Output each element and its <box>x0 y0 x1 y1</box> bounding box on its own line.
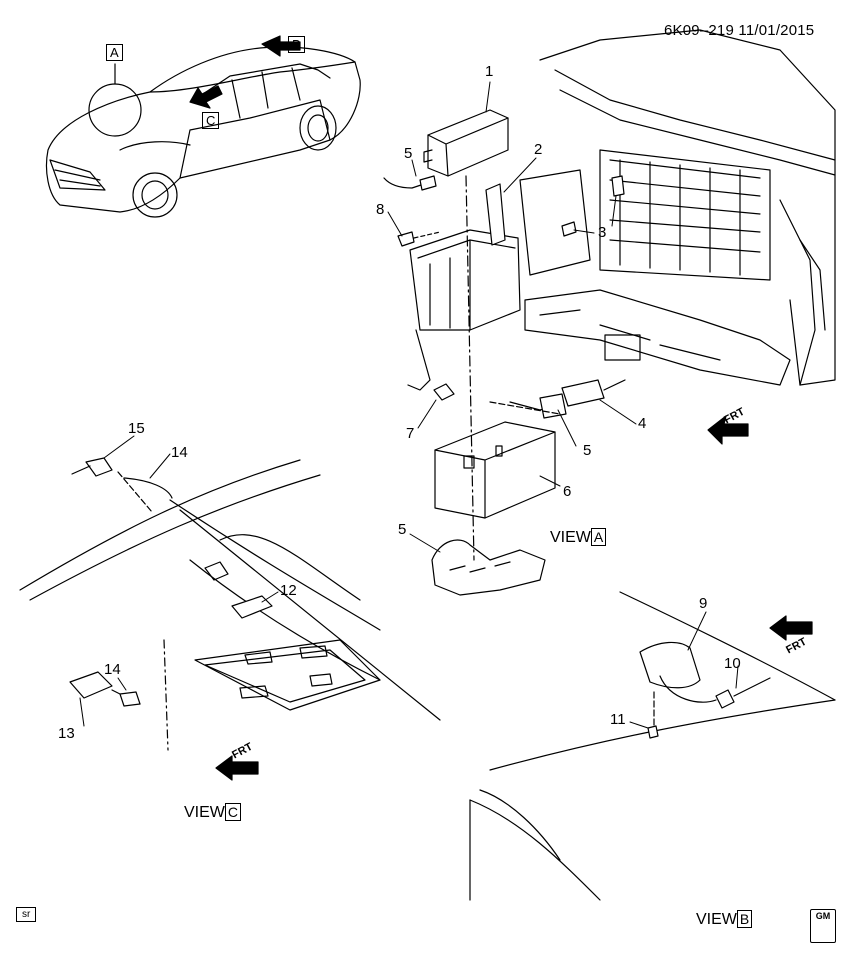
callout-3: 3 <box>598 224 607 241</box>
view-ref-a: A <box>106 44 123 61</box>
view-a-art <box>383 29 836 596</box>
callout-15: 15 <box>128 420 145 437</box>
frt-arrow-a-icon <box>707 415 749 445</box>
view-a-circle <box>88 83 142 137</box>
callout-6: 6 <box>563 483 572 500</box>
callout-11: 11 <box>610 711 626 728</box>
view-c-letter: C <box>224 803 242 821</box>
vehicle-overview <box>45 35 361 218</box>
view-b-art <box>469 591 836 901</box>
callout-9: 9 <box>699 595 708 612</box>
callout-13: 13 <box>58 725 75 742</box>
callout-14-top: 14 <box>171 444 188 461</box>
callout-2: 2 <box>534 141 543 158</box>
arrow-b-icon <box>261 35 301 57</box>
callout-7: 7 <box>406 425 415 442</box>
view-b-word: VIEW <box>696 911 737 928</box>
frt-arrow-c-icon <box>215 755 259 781</box>
sr-tag: sr <box>16 907 37 922</box>
frt-arrow-b-icon <box>769 615 813 641</box>
view-c-word: VIEW <box>184 804 225 821</box>
leader-lines <box>79 81 739 729</box>
view-ref-c: C <box>202 112 220 129</box>
callout-10: 10 <box>724 655 741 672</box>
view-a-word: VIEW <box>550 529 591 546</box>
view-c-art <box>19 457 441 781</box>
view-b-letter: B <box>736 910 753 928</box>
view-a-letter: A <box>590 528 607 546</box>
callout-14-bottom: 14 <box>104 661 121 678</box>
callout-5-mid: 5 <box>583 442 592 459</box>
callout-1: 1 <box>485 63 494 80</box>
gm-logo: GM <box>810 909 836 943</box>
diagram-header: 6K09–219 11/01/2015 <box>664 22 814 39</box>
callout-5-bottom: 5 <box>398 521 407 538</box>
view-ref-b: B <box>288 36 305 53</box>
diagram-date: 11/01/2015 <box>738 22 815 39</box>
callout-4: 4 <box>638 415 647 432</box>
callout-5-top: 5 <box>404 145 413 162</box>
diagram-code: 6K09–219 <box>664 22 735 39</box>
arrow-c-icon <box>189 85 223 109</box>
callout-8: 8 <box>376 201 385 218</box>
callout-12: 12 <box>280 582 297 599</box>
